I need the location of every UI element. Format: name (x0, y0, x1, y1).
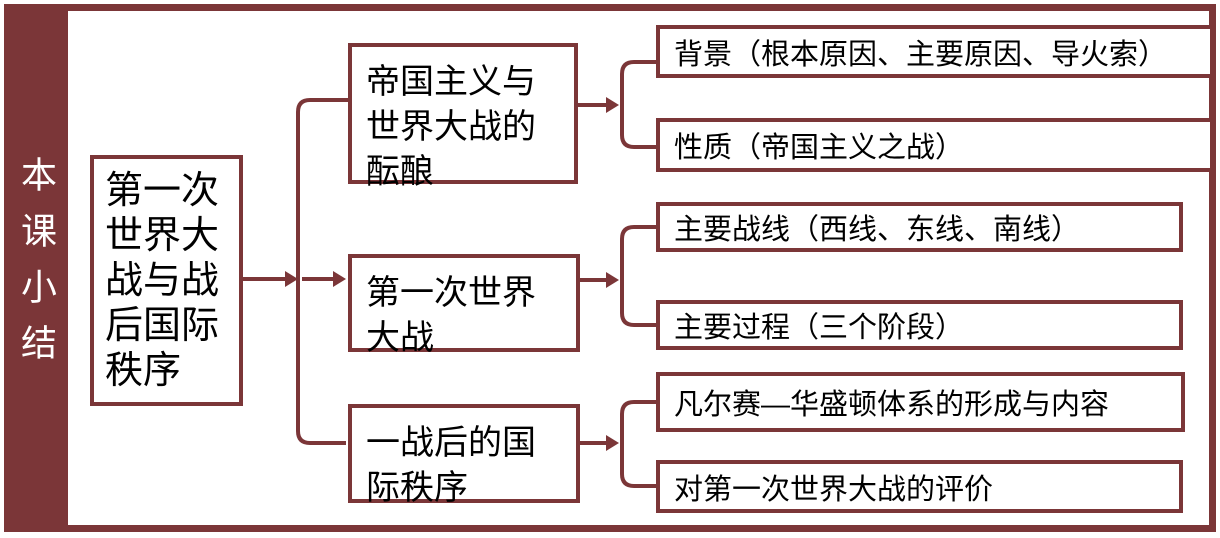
sidebar-title: 本课小结 (16, 156, 57, 380)
branch-node-postwar-order: 一战后的国 际秩序 (348, 404, 580, 507)
leaf-node-ww1-evaluation: 对第一次世界大战的评价 (656, 460, 1183, 513)
leaf-node-versailles-washington: 凡尔赛—华盛顿体系的形成与内容 (656, 372, 1185, 432)
branch-node-imperialism: 帝国主义与 世界大战的 酝酿 (348, 43, 578, 191)
leaf-node-background: 背景（根本原因、主要原因、导火索） (656, 25, 1214, 78)
lesson-summary-sidebar: 本课小结 (4, 4, 68, 532)
root-node: 第一次 世界大 战与战 后国际 秩序 (90, 155, 243, 406)
branch-node-wwi: 第一次世界 大战 (348, 254, 580, 357)
leaf-node-nature: 性质（帝国主义之战） (656, 118, 1214, 172)
leaf-node-main-fronts: 主要战线（西线、东线、南线） (656, 202, 1183, 252)
leaf-node-main-process: 主要过程（三个阶段） (656, 300, 1183, 350)
diagram-frame (68, 4, 1216, 532)
